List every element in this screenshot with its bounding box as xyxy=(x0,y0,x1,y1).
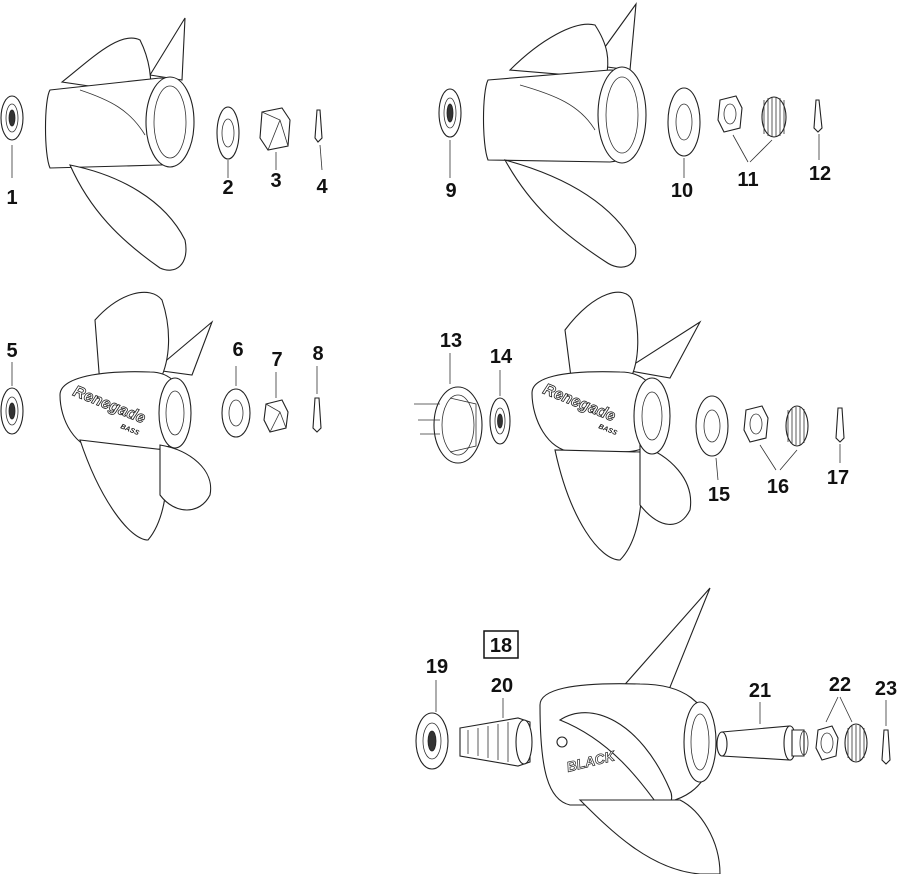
callout-16: 16 xyxy=(767,476,789,498)
callout-18: 18 xyxy=(490,635,512,657)
callout-12: 12 xyxy=(809,163,831,185)
callout-box-18 xyxy=(483,630,519,659)
callout-23: 23 xyxy=(875,678,897,700)
callout-17: 17 xyxy=(827,467,849,489)
callout-8: 8 xyxy=(312,343,323,365)
nut-22 xyxy=(815,725,839,761)
propeller-5: Renegade BASS xyxy=(59,291,214,541)
tab-washer-16 xyxy=(785,405,809,447)
cotter-pin-23 xyxy=(881,729,891,765)
callout-19: 19 xyxy=(426,656,448,678)
thrust-washer-14 xyxy=(489,397,511,445)
spacer-6 xyxy=(221,388,251,438)
propeller-assembly-4: Renegade BASS xyxy=(414,291,845,561)
tab-washer-22 xyxy=(844,723,868,763)
callout-labels: 1 2 3 4 5 6 7 8 9 10 11 12 13 14 15 16 1… xyxy=(6,163,897,702)
cotter-pin-17 xyxy=(835,407,845,443)
callout-7: 7 xyxy=(271,349,282,371)
thrust-washer-19 xyxy=(415,712,449,770)
callout-1: 1 xyxy=(6,187,17,209)
callout-15: 15 xyxy=(708,484,730,506)
tab-washer-11 xyxy=(761,96,787,138)
callout-5: 5 xyxy=(6,340,17,362)
sleeve-20 xyxy=(459,717,533,767)
callout-13: 13 xyxy=(440,330,462,352)
cotter-pin-4 xyxy=(314,109,323,143)
callout-20: 20 xyxy=(491,675,513,697)
spacer-2 xyxy=(216,106,240,160)
castle-nut-3 xyxy=(259,107,291,151)
thrust-washer-1 xyxy=(0,95,24,141)
nut-11 xyxy=(717,95,743,133)
propeller-assembly-2 xyxy=(438,2,823,268)
castle-nut-7 xyxy=(263,399,289,433)
callout-14: 14 xyxy=(490,346,513,368)
cotter-pin-12 xyxy=(813,99,823,133)
propeller-9 xyxy=(482,2,647,268)
callout-6: 6 xyxy=(232,339,243,361)
thrust-washer-5 xyxy=(0,387,24,435)
callout-9: 9 xyxy=(445,180,456,202)
drive-sleeve-21 xyxy=(716,725,809,761)
callout-3: 3 xyxy=(270,170,281,192)
propeller-20: BLACK xyxy=(539,587,721,875)
nut-16 xyxy=(743,405,769,443)
callout-22: 22 xyxy=(829,674,851,696)
propeller-1 xyxy=(45,17,195,271)
callout-10: 10 xyxy=(671,180,693,202)
callout-21: 21 xyxy=(749,680,771,702)
callout-4: 4 xyxy=(316,176,328,198)
cotter-pin-8 xyxy=(312,397,322,433)
spacer-10 xyxy=(667,87,701,157)
propeller-assembly-5: BLACK xyxy=(415,587,891,875)
hub-adapter-13 xyxy=(414,386,483,464)
propeller-assembly-1 xyxy=(0,17,323,271)
propeller-14: Renegade BASS xyxy=(531,291,702,561)
thrust-washer-9 xyxy=(438,88,462,138)
propeller-assembly-3: Renegade BASS xyxy=(0,291,322,541)
spacer-15 xyxy=(695,395,729,457)
callout-2: 2 xyxy=(222,177,233,199)
callout-11: 11 xyxy=(737,169,758,191)
